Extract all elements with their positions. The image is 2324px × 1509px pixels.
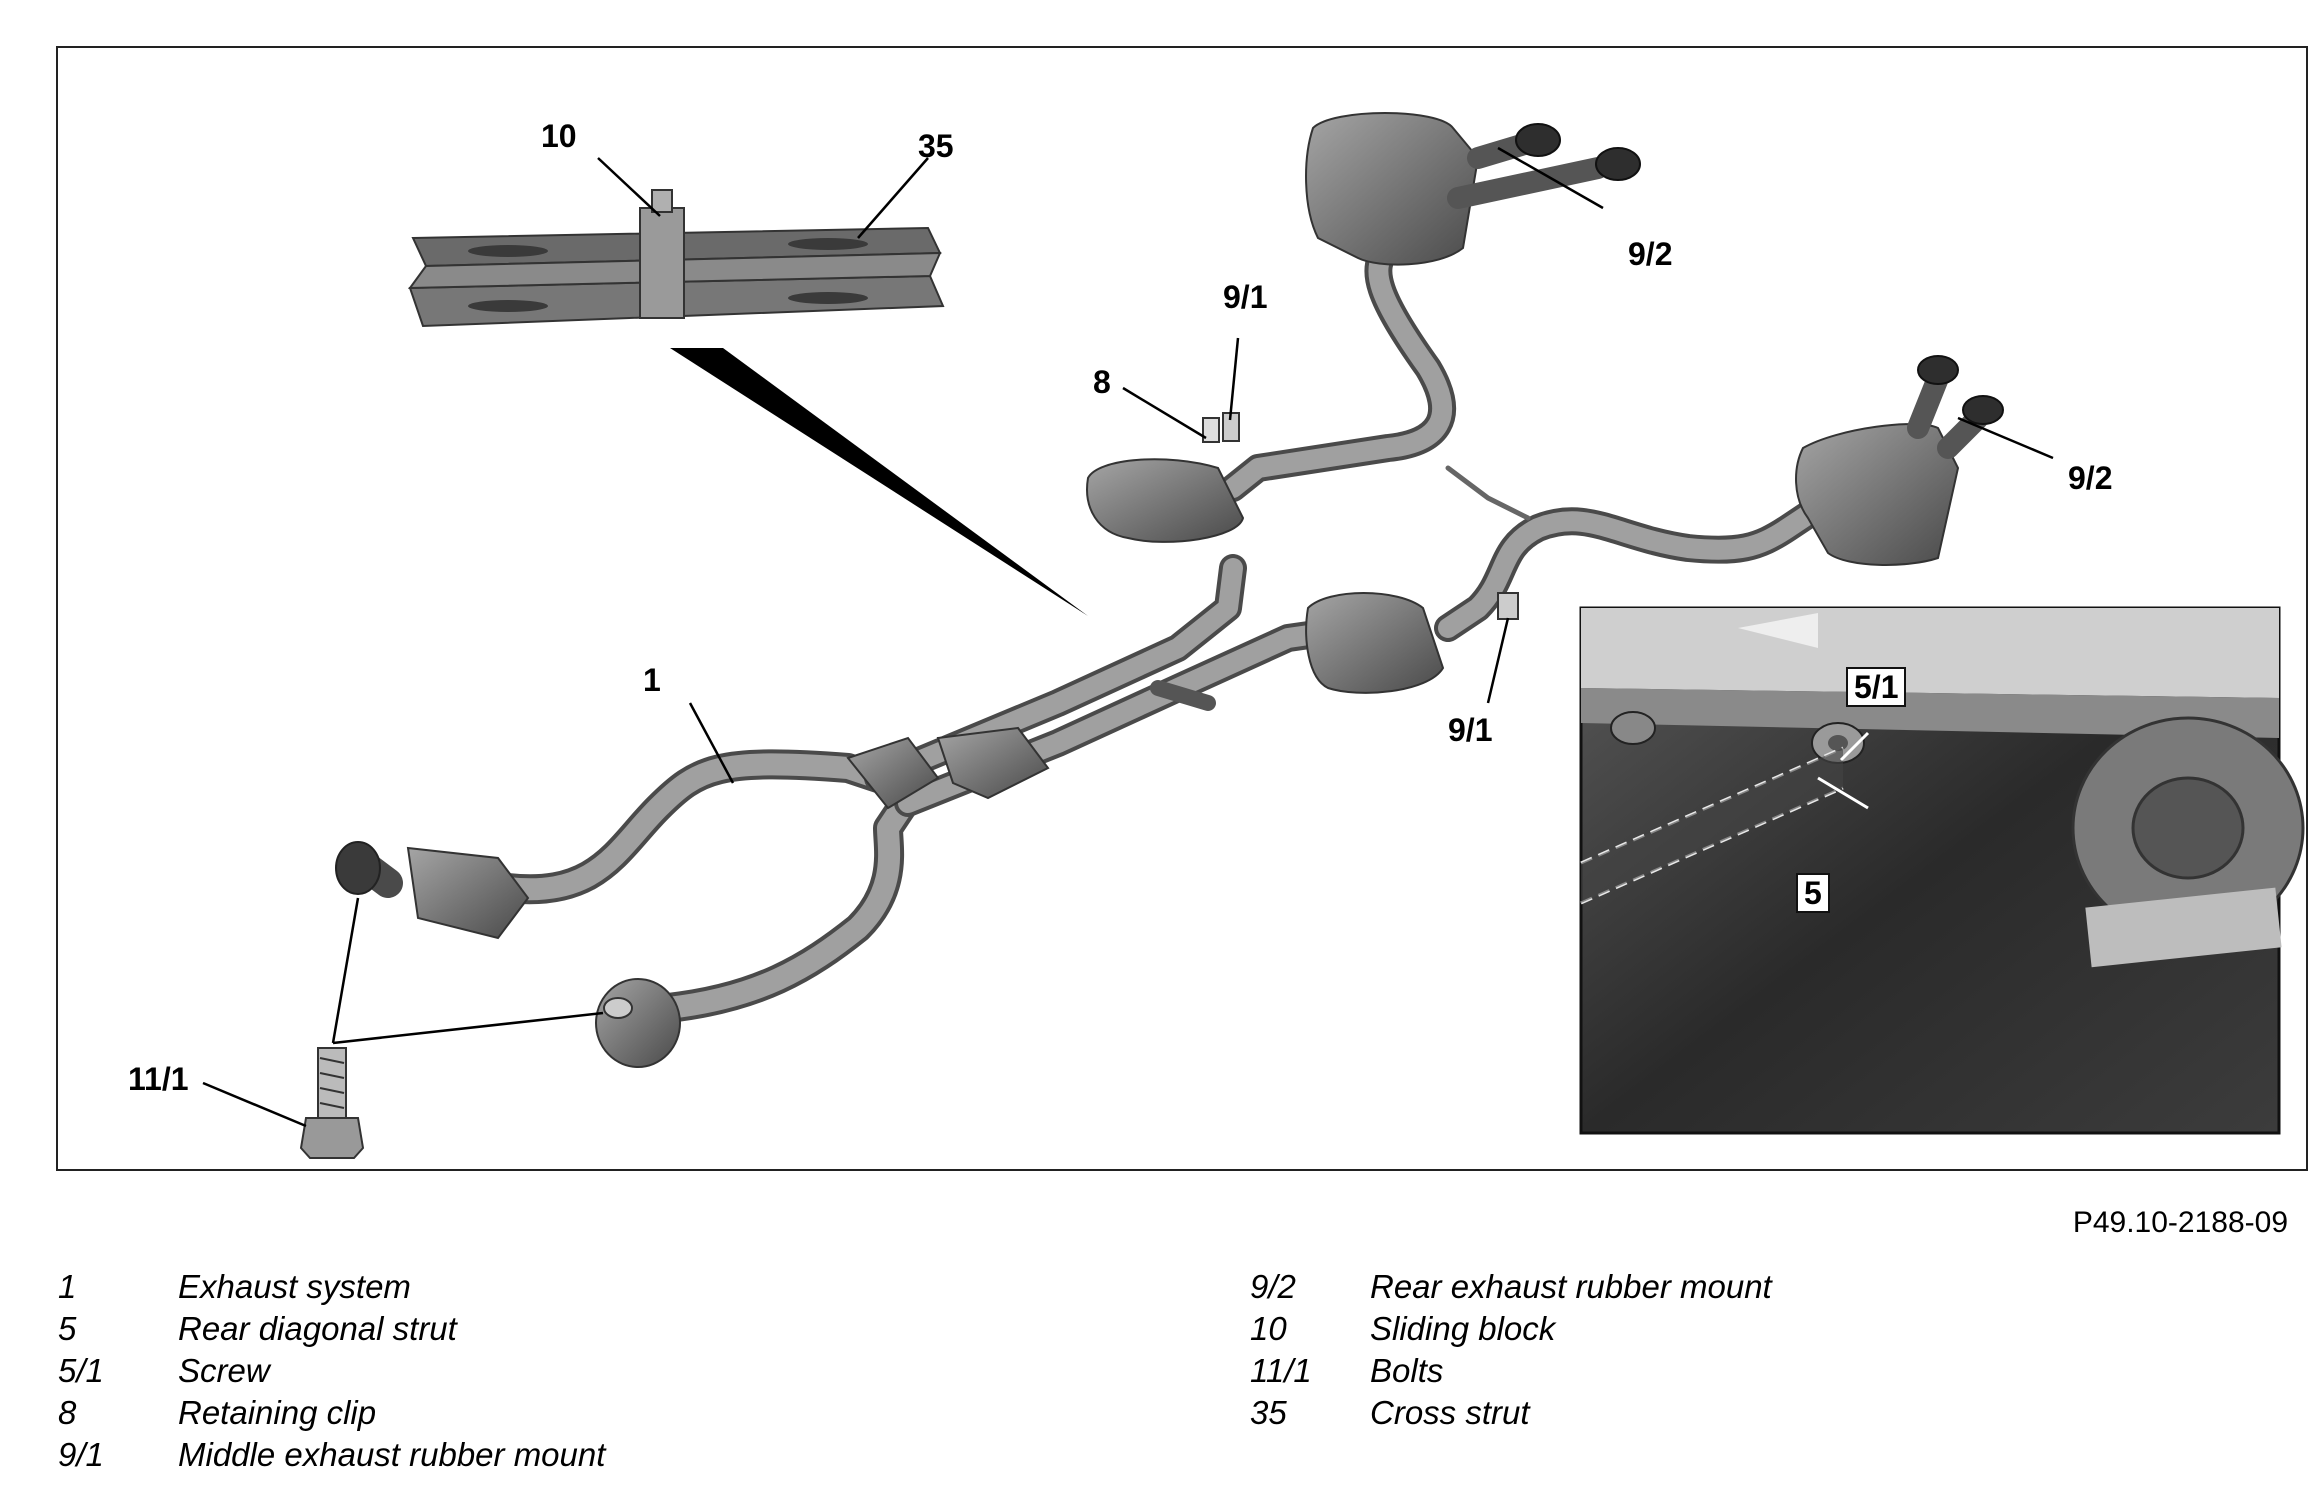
legend-num: 9/2 xyxy=(1250,1268,1296,1305)
inset-photo xyxy=(1579,606,2305,1135)
exhaust-illustration xyxy=(202,112,2305,1159)
legend-num: 5/1 xyxy=(58,1352,104,1389)
exhaust-system xyxy=(353,214,1832,1023)
center-resonators xyxy=(846,726,1050,810)
rear-muffler-right xyxy=(1795,355,2004,566)
callout-35: 35 xyxy=(918,128,954,164)
cross-strut xyxy=(408,189,945,328)
middle-rubber-mount-lower xyxy=(1497,592,1519,620)
legend-label: Sliding block xyxy=(1370,1310,1556,1347)
legend-label: Screw xyxy=(178,1352,270,1389)
callout-9-2-top: 9/2 xyxy=(1628,236,1673,272)
legend-label: Bolts xyxy=(1370,1352,1444,1389)
callout-9-2-right: 9/2 xyxy=(2068,460,2113,496)
callout-9-1-top: 9/1 xyxy=(1223,279,1268,315)
location-pointer xyxy=(670,348,1088,616)
exhaust-diagram: 10 35 9/1 8 9/2 9/2 1 9/1 11/1 5/1 5 xyxy=(56,46,2308,1171)
callout-10: 10 xyxy=(541,118,577,154)
legend-label: Rear diagonal strut xyxy=(178,1310,457,1347)
callout-5: 5 xyxy=(1796,873,1830,913)
legend-label: Rear exhaust rubber mount xyxy=(1370,1268,1772,1305)
legend-label: Retaining clip xyxy=(178,1394,377,1431)
figure-code: P49.10-2188-09 xyxy=(2072,1206,2288,1239)
legend-num: 35 xyxy=(1250,1394,1287,1431)
legend-label: Cross strut xyxy=(1370,1394,1530,1431)
bolt xyxy=(299,1047,365,1159)
legend-num: 1 xyxy=(58,1268,77,1305)
middle-muffler-upper xyxy=(1086,458,1245,543)
callout-11-1: 11/1 xyxy=(128,1061,189,1097)
callout-9-1-mid: 9/1 xyxy=(1448,712,1493,748)
leader-lines xyxy=(202,146,2054,1128)
catalytic-converter-right xyxy=(595,978,681,1068)
middle-muffler-lower xyxy=(1305,592,1445,694)
retaining-clip xyxy=(1202,417,1220,443)
legend-num: 11/1 xyxy=(1250,1352,1312,1389)
legend-label: Exhaust system xyxy=(178,1268,411,1305)
rear-muffler-left xyxy=(1305,112,1641,266)
catalytic-converter-left xyxy=(335,841,530,940)
legend-label: Middle exhaust rubber mount xyxy=(178,1436,606,1473)
callout-1: 1 xyxy=(643,662,661,698)
legend-num: 8 xyxy=(58,1394,77,1431)
legend-num: 10 xyxy=(1250,1310,1287,1347)
legend-num: 9/1 xyxy=(58,1436,104,1473)
legend-num: 5 xyxy=(58,1310,77,1347)
callout-8: 8 xyxy=(1093,364,1111,400)
callout-5-1: 5/1 xyxy=(1846,667,1907,707)
